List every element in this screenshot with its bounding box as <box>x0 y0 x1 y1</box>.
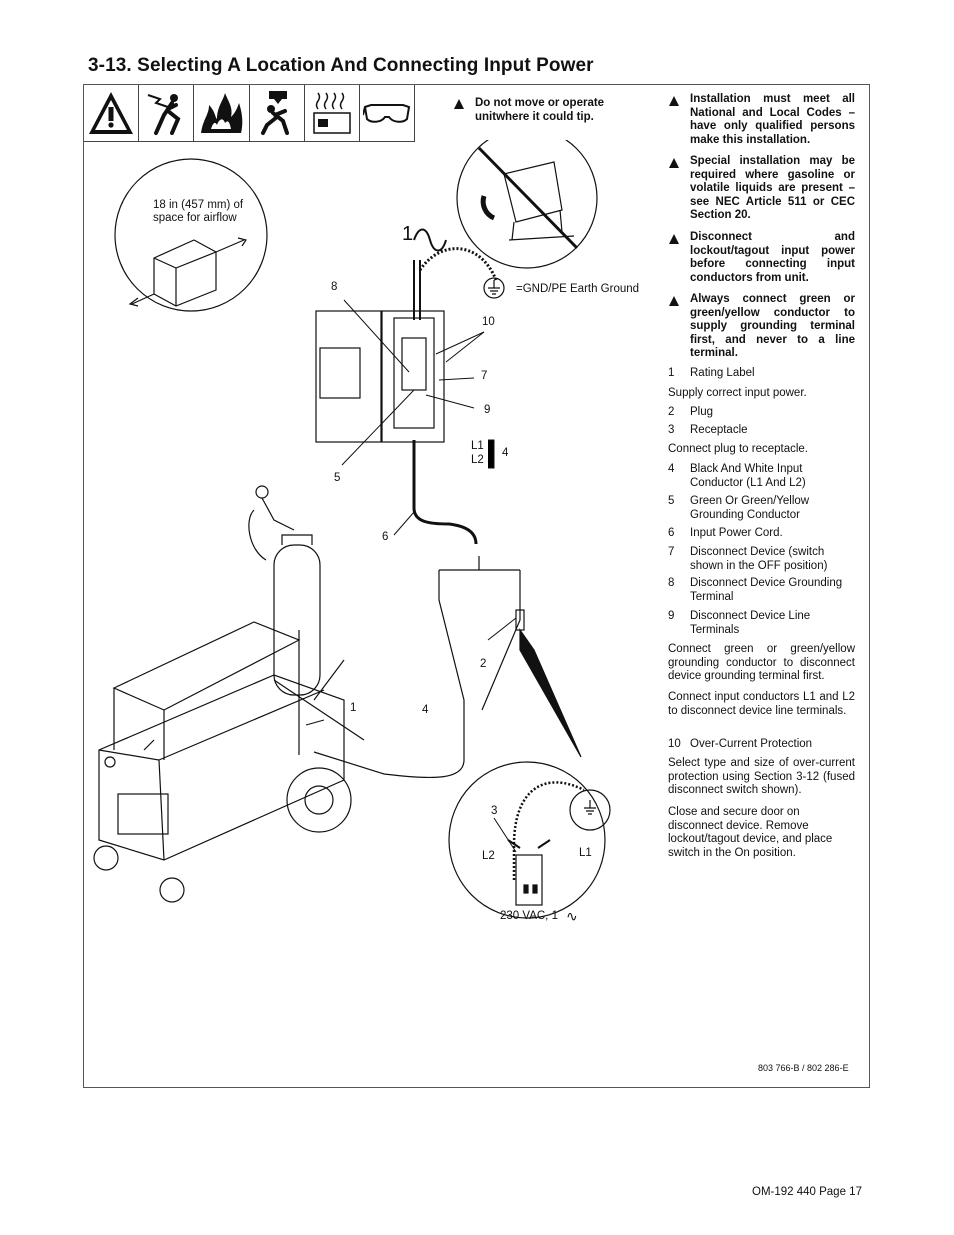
callout-1: 1 <box>350 702 357 714</box>
page-footer: OM-192 440 Page 17 <box>752 1186 862 1198</box>
instruction-text: Supply correct input power. <box>668 387 807 399</box>
warning-bullet-icon <box>454 99 464 109</box>
warning-bullet-icon <box>669 234 679 244</box>
voltage-label: 230 VAC, 1 <box>500 910 558 922</box>
safety-note-lockout: Disconnect and lockout/tagout input powe… <box>690 231 855 284</box>
safety-note-codes: Installation must meet all National and … <box>690 93 855 146</box>
ground-label: =GND/PE Earth Ground <box>516 283 640 295</box>
instruction-text: Connect plug to receptacle. <box>668 443 809 455</box>
l2-label: L2 <box>471 454 484 466</box>
tip-warning: Do not move or operate unitwhere it coul… <box>475 97 605 123</box>
safety-note-special-install: Special installation may be required whe… <box>690 155 855 221</box>
warning-bullet-icon <box>669 96 679 106</box>
l2-label: L2 <box>482 850 495 862</box>
safety-icon-bar <box>84 85 415 142</box>
callout-4: 4 <box>422 704 429 716</box>
electric-shock-icon <box>139 85 195 141</box>
callout-10: 10 <box>482 316 495 328</box>
section-title: 3-13. Selecting A Location And Connectin… <box>88 55 594 76</box>
l1-label: L1 <box>471 440 484 452</box>
callout-4: 4 <box>502 447 509 459</box>
instruction-text: Select type and size of over-current pro… <box>668 757 855 797</box>
callout-3: 3 <box>491 805 498 817</box>
instruction-text: Connect green or green/yellow grounding … <box>668 643 855 683</box>
callout-6: 6 <box>382 531 389 543</box>
callout-9: 9 <box>484 404 491 416</box>
callout-5: 5 <box>334 472 341 484</box>
instruction-text: Connect input conductors L1 and L2 to di… <box>668 691 855 717</box>
airflow-label: 18 in (457 mm) of space for airflow <box>153 199 244 224</box>
warning-bullet-icon <box>669 296 679 306</box>
warning-bullet-icon <box>669 158 679 168</box>
fire-icon <box>194 85 250 141</box>
safety-note-ground-first: Always connect green or green/yellow con… <box>690 293 855 359</box>
instruction-text: Close and secure door on disconnect devi… <box>668 806 833 859</box>
safety-glasses-icon <box>360 85 414 141</box>
content-frame <box>83 84 870 1088</box>
single-phase-label: 1 <box>402 223 414 245</box>
callout-2: 2 <box>480 658 487 670</box>
callout-7: 7 <box>481 370 488 382</box>
ac-symbol-icon: ∿ <box>566 908 578 924</box>
part-number: 803 766-B / 802 286-E <box>758 1063 849 1073</box>
warning-triangle-icon <box>84 85 140 141</box>
l1-label: L1 <box>579 847 592 859</box>
falling-equipment-icon <box>250 85 305 141</box>
callout-8: 8 <box>331 281 338 293</box>
hot-parts-icon <box>305 85 360 141</box>
installation-diagram <box>93 140 611 919</box>
